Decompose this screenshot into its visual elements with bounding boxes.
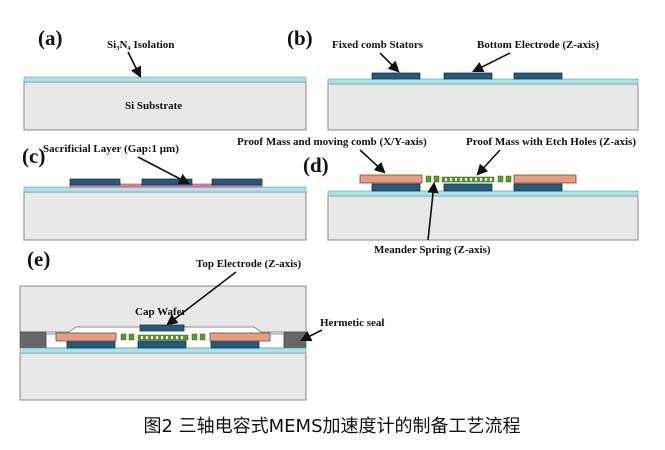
panel-a-tag: (a): [38, 26, 63, 50]
isolation-label: Si₃N₄ Isolation: [107, 39, 174, 51]
proof-mass-z-label: Proof Mass with Etch Holes (Z-axis): [466, 136, 636, 148]
si-substrate: [19, 352, 307, 401]
panel-d-tag: (d): [303, 153, 329, 177]
panel-a: (a) Si₃N₄ Isolation Si Substrate: [23, 26, 307, 131]
etch-holes: [445, 178, 492, 181]
bottom-electrode: [137, 340, 187, 349]
panel-e: (e) Top Electrode (Z-axis): [19, 247, 384, 401]
spring-segment: [191, 333, 198, 341]
electrode-right: [211, 178, 263, 186]
stators-label: Fixed comb Stators: [332, 39, 424, 51]
hermetic-seal-left: [19, 331, 47, 349]
panel-b-tag: (b): [287, 26, 313, 50]
stators-arrow: [379, 52, 400, 73]
meander-arrow: [427, 181, 439, 241]
si3n4-isolation-layer: [23, 76, 307, 83]
fixed-stator-right: [513, 72, 563, 80]
sacrificial-arrow: [137, 156, 190, 185]
top-electrode: [139, 324, 185, 332]
figure-caption: 图2 三轴电容式MEMS加速度计的制备工艺流程: [143, 416, 520, 437]
panel-c: (c) Sacrificial Layer (Gap:1 μm): [22, 143, 307, 241]
stator-right: [210, 340, 260, 349]
etch-holes: [141, 336, 183, 339]
top-electrode-arrow: [166, 271, 237, 326]
spring-segment: [425, 175, 432, 183]
panel-d: (d) Proof Mass and moving comb (X/Y-axis…: [237, 136, 639, 256]
proof-mass-z-arrow: [476, 149, 501, 176]
sacrificial-label: Sacrificial Layer (Gap:1 μm): [43, 143, 179, 155]
spring-segment: [433, 175, 440, 183]
panel-b: (b) Fixed comb Stators Bottom Electrode …: [287, 26, 639, 131]
cap-wafer-top: [19, 285, 307, 333]
electrode-left: [69, 178, 121, 186]
top-electrode-label: Top Electrode (Z-axis): [196, 258, 301, 270]
proof-mass-left: [359, 174, 423, 184]
hermetic-seal-arrow: [299, 329, 323, 342]
spring-segment: [505, 175, 512, 183]
isolation-arrow: [127, 51, 142, 79]
proof-mass-xy-label: Proof Mass and moving comb (X/Y-axis): [237, 136, 427, 148]
panel-c-tag: (c): [22, 144, 45, 168]
spring-segment: [128, 333, 135, 341]
si-substrate: [327, 195, 639, 241]
isolation-layer: [19, 347, 307, 354]
meander-label: Meander Spring (Z-axis): [374, 244, 491, 256]
isolation-layer: [327, 190, 639, 197]
isolation-layer: [23, 186, 307, 193]
cap-wafer-label: Cap Wafer: [135, 306, 187, 318]
bottom-electrode: [443, 183, 493, 192]
si-substrate: [23, 191, 307, 241]
proof-mass-xy-arrow: [359, 149, 386, 174]
hermetic-seal-label: Hermetic seal: [320, 317, 384, 329]
bottom-electrode-arrow: [471, 52, 511, 73]
proof-mass-right: [209, 332, 271, 342]
spring-segment: [497, 175, 504, 183]
fixed-stator-left: [371, 72, 421, 80]
isolation-layer: [327, 78, 639, 85]
bottom-electrode-label: Bottom Electrode (Z-axis): [477, 39, 599, 51]
substrate-label: Si Substrate: [125, 100, 182, 112]
proof-mass-right: [513, 174, 577, 184]
stator-left: [371, 183, 421, 192]
stator-left: [66, 340, 116, 349]
panel-e-tag: (e): [27, 247, 50, 271]
si-substrate: [327, 83, 639, 131]
z-proof-mass: [441, 176, 495, 183]
stator-right: [513, 183, 563, 192]
electrode-center: [141, 178, 193, 186]
bottom-electrode: [443, 72, 493, 80]
spring-segment: [199, 333, 206, 341]
spring-segment: [120, 333, 127, 341]
proof-mass-left: [55, 332, 117, 342]
si-substrate: [23, 81, 307, 131]
